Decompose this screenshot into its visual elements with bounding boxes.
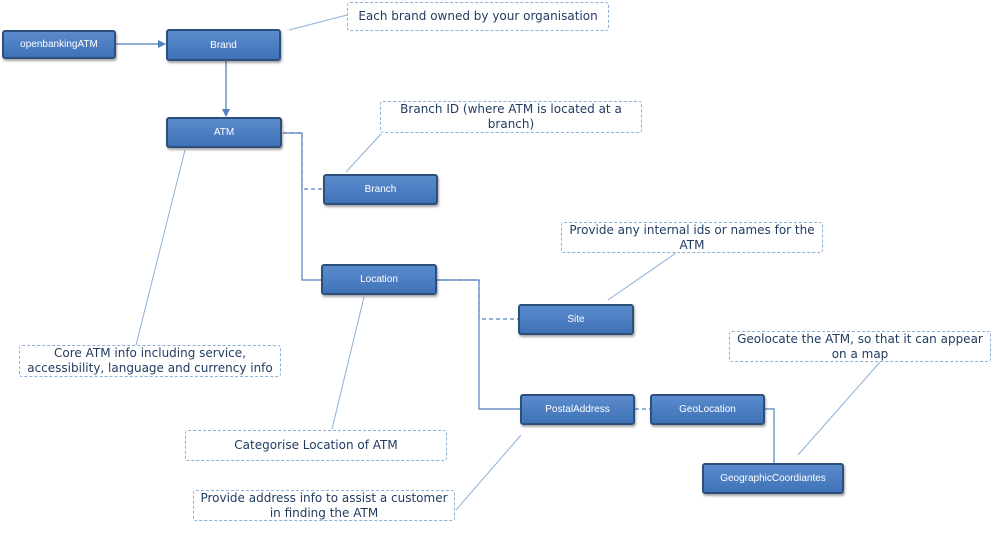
note-geolocation: Geolocate the ATM, so that it can appear… [729, 331, 991, 362]
note-location: Categorise Location of ATM [185, 430, 447, 461]
connector-location-postaladdress [437, 279, 520, 410]
callout-line-atm [135, 149, 186, 346]
callout-line-brand [288, 14, 348, 31]
node-site[interactable]: Site [518, 304, 634, 335]
note-branch: Branch ID (where ATM is located at a bra… [380, 101, 642, 133]
connector-location-site [437, 279, 518, 320]
node-openbanking-atm[interactable]: openbankingATM [2, 30, 116, 59]
callout-line-location [331, 296, 365, 430]
callout-line-postaladdress [455, 434, 522, 511]
callout-line-branch [345, 133, 382, 173]
note-site: Provide any internal ids or names for th… [561, 222, 823, 253]
node-postal-address[interactable]: PostalAddress [520, 394, 635, 425]
node-branch[interactable]: Branch [323, 174, 438, 205]
node-geographic-coordinates[interactable]: GeographicCoordiantes [702, 463, 844, 494]
callout-line-geolocation [797, 361, 881, 456]
node-geo-location[interactable]: GeoLocation [650, 394, 765, 425]
node-brand[interactable]: Brand [166, 29, 281, 61]
note-postal-address: Provide address info to assist a custome… [193, 490, 455, 521]
node-atm[interactable]: ATM [166, 117, 282, 148]
connector-geolocation-coordinates [765, 408, 775, 463]
note-brand: Each brand owned by your organisation [347, 2, 609, 31]
callout-line-site [607, 252, 677, 301]
node-location[interactable]: Location [321, 264, 437, 295]
connector-atm-location [283, 132, 321, 281]
note-atm: Core ATM info including service, accessi… [19, 345, 281, 377]
